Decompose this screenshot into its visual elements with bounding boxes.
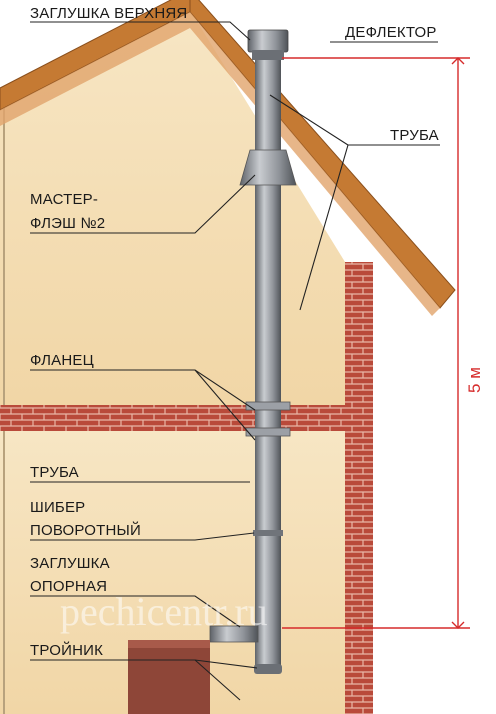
label-support-cap-line1: ЗАГЛУШКА	[30, 555, 110, 572]
flange-top	[245, 401, 291, 411]
label-damper-line1: ШИБЕР	[30, 499, 85, 516]
label-pipe-bottom: ТРУБА	[30, 464, 79, 481]
brick-wall-right	[345, 262, 373, 714]
top-cap	[247, 29, 289, 53]
master-flash	[239, 149, 297, 186]
label-master-flash-line1: МАСТЕР-	[30, 191, 98, 208]
leader-lines	[30, 21, 440, 701]
label-damper-line2: ПОВОРОТНЫЙ	[30, 521, 141, 539]
label-tee: ТРОЙНИК	[30, 641, 103, 659]
dimension-height: 5 м	[465, 367, 484, 393]
label-deflector: ДЕФЛЕКТОР	[345, 24, 437, 41]
brick-floor-slab	[0, 405, 373, 431]
label-master-flash-line2: ФЛЭШ №2	[30, 215, 105, 232]
stove	[128, 640, 210, 714]
label-pipe-top: ТРУБА	[390, 127, 439, 144]
tee-branch	[209, 625, 259, 643]
dimension-lines	[282, 57, 470, 629]
flange-bottom	[245, 427, 291, 437]
label-support-cap-line2: ОПОРНАЯ	[30, 578, 107, 595]
label-top-cap: ЗАГЛУШКА ВЕРХНЯЯ	[30, 5, 187, 22]
watermark: pechicentr.ru	[60, 589, 268, 634]
label-flange: ФЛАНЕЦ	[30, 352, 94, 369]
support-cap	[254, 664, 282, 674]
pipe-body	[255, 58, 281, 668]
damper	[253, 530, 283, 536]
